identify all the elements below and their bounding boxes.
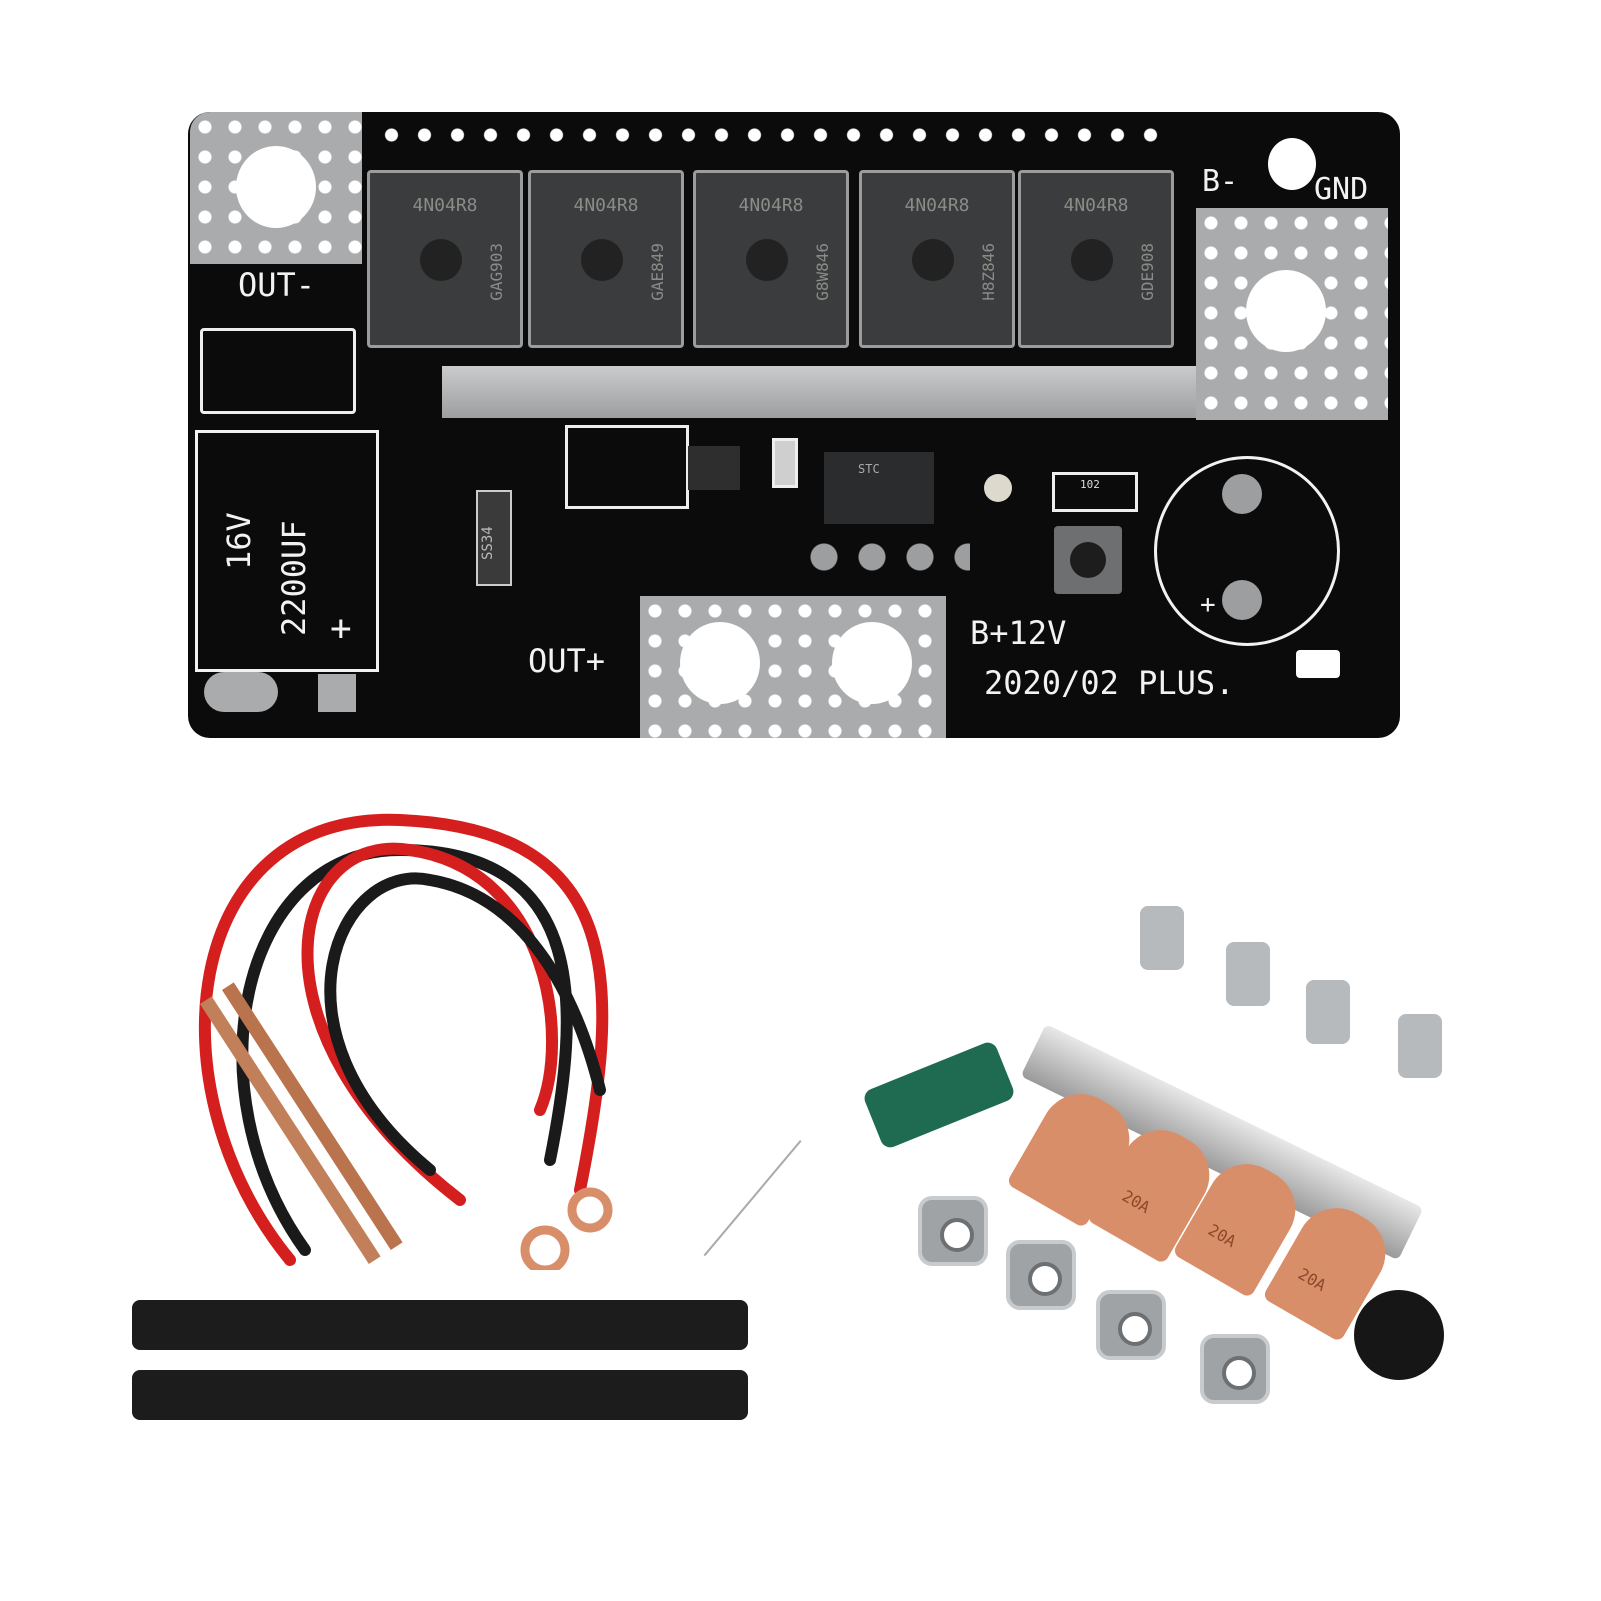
led [984,474,1012,502]
mosfet-3: 4N04R8 G8W846 [693,170,849,348]
button-cap[interactable] [1070,542,1106,578]
capacitor-voltage: 16V [220,512,258,570]
regulator [688,446,740,490]
logo-dot [420,239,462,281]
hex-nut-3 [1096,1290,1166,1360]
logo-dot [1071,239,1113,281]
ic-marking: STC [858,462,880,476]
through-hole-pads [204,672,278,712]
resistor-102 [1052,472,1138,512]
out-plus-hole-2 [832,622,912,704]
mosfet-1: 4N04R8 GAG903 [367,170,523,348]
mosfet-4: 4N04R8 H8Z846 [859,170,1015,348]
tactile-button[interactable] [1054,526,1122,594]
out-minus-label: OUT- [238,266,316,304]
screw-4 [1398,1014,1442,1078]
test-points [800,542,970,572]
square-pad [318,674,356,712]
silk-box [1296,650,1340,678]
heat-shrink-tube-1 [132,1300,748,1350]
hex-nut-2 [1006,1240,1076,1310]
electrolytic-capacitor [861,1039,1017,1151]
mosfet-5: 4N04R8 GDE908 [1018,170,1174,348]
logo-dot [581,239,623,281]
mosfet-2: 4N04R8 GAE849 [528,170,684,348]
electrolytic-plus: + [1200,590,1216,620]
out-plus-label: OUT+ [528,642,606,680]
smd-capacitor [772,438,798,488]
screw-1 [1140,906,1184,970]
welding-wires [198,813,613,1270]
capacitor-plus: + [330,608,352,649]
electrolytic-footprint [1154,456,1340,646]
heat-shrink-tube-2 [132,1370,748,1420]
gnd-mounting-hole [1246,270,1326,352]
capacitor-footprint [195,430,379,672]
hex-nut-4 [1200,1334,1270,1404]
electrolytic-pad-bottom [1222,580,1262,620]
diode-ss34 [476,490,512,586]
logo-dot [746,239,788,281]
microcontroller-ic [824,452,934,524]
smd-resistors [565,425,689,509]
header-pins [375,126,1175,144]
resistor-array [200,328,356,414]
mounting-hole [236,146,316,228]
electrolytic-pad-top [1222,474,1262,514]
capacitor-leads [703,1140,802,1257]
logo-dot [912,239,954,281]
resistor-marking: 102 [1080,478,1100,491]
out-plus-hole-1 [680,622,760,704]
hex-nut-1 [918,1196,988,1266]
b-plus-label: B+12V [970,614,1067,652]
buzzer [1354,1290,1444,1380]
solder-bus-bar [442,366,1202,418]
screw-2 [1226,942,1270,1006]
screw-3 [1306,980,1350,1044]
b-minus-label: B- [1202,164,1239,199]
version-label: 2020/02 PLUS. [984,664,1235,702]
small-mounting-hole [1268,138,1316,190]
diode-marking: SS34 [480,526,496,560]
capacitor-value: 2200UF [275,520,313,636]
gnd-label: GND [1314,172,1369,207]
